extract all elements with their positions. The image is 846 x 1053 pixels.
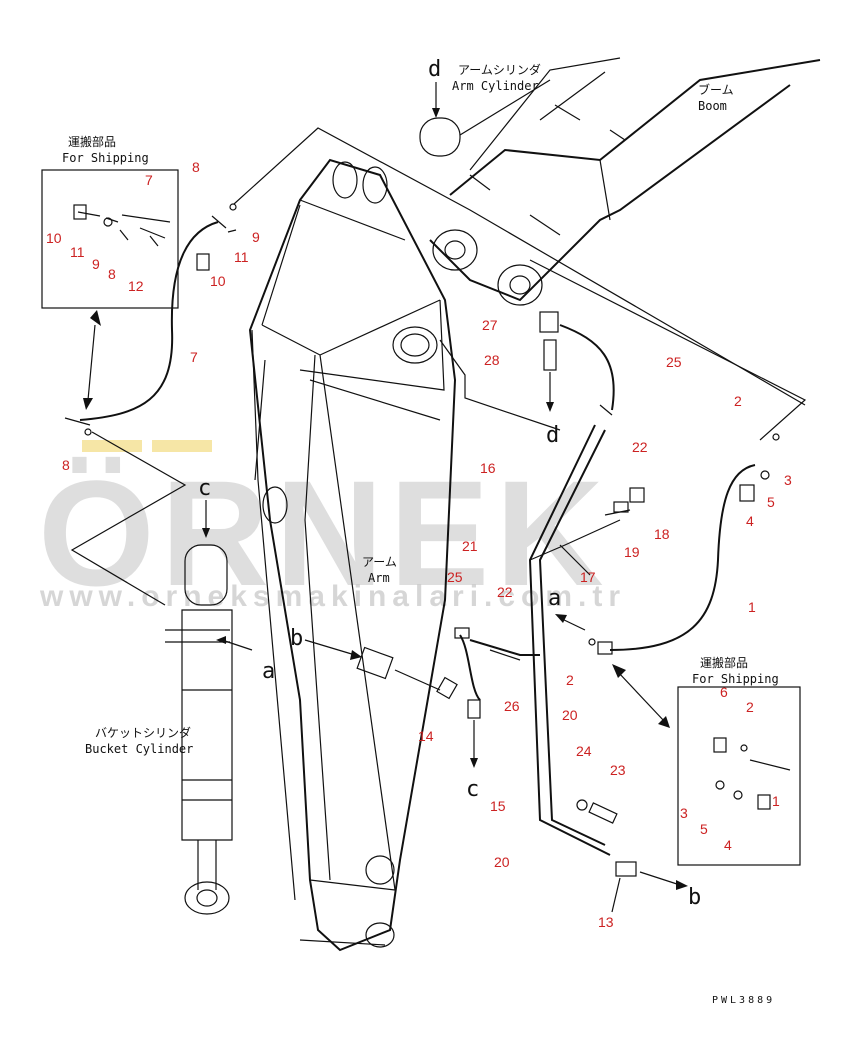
shipping-box-right: 運搬部品 For Shipping 6 2 3 1 5 4 bbox=[677, 655, 801, 866]
part-4-box: 4 bbox=[724, 837, 732, 853]
part-4: 4 bbox=[746, 513, 754, 529]
part-17: 17 bbox=[580, 569, 596, 585]
part-6-box: 6 bbox=[720, 684, 728, 700]
drawing-code: PWL3889 bbox=[712, 995, 775, 1006]
part-20-mid: 20 bbox=[562, 707, 578, 723]
part-22-top: 22 bbox=[632, 439, 648, 455]
part-28: 28 bbox=[484, 352, 500, 368]
part-8-box: 8 bbox=[108, 266, 116, 282]
double-arrow-left bbox=[83, 310, 101, 410]
center-hoses: d 27 28 25 2 22 16 18 19 21 17 c 25 22 2… bbox=[290, 311, 742, 930]
shipping-box-left: 運搬部品 For Shipping 7 10 11 9 8 12 bbox=[41, 134, 179, 309]
part-8-mid: 8 bbox=[62, 457, 70, 473]
part-11-top: 11 bbox=[234, 249, 249, 265]
part-25-mid: 25 bbox=[447, 569, 463, 585]
part-15: 15 bbox=[490, 798, 506, 814]
part-1-box: 1 bbox=[772, 793, 780, 809]
part-7-box: 7 bbox=[145, 172, 153, 188]
part-27: 27 bbox=[482, 317, 498, 333]
arm-cylinder-label-jp: アームシリンダ bbox=[458, 62, 541, 77]
part-7-mid: 7 bbox=[190, 349, 198, 365]
watermark-url: www.orneksmakinalari.com.tr bbox=[39, 580, 626, 613]
part-11-box: 11 bbox=[70, 244, 85, 260]
part-13: 13 bbox=[598, 914, 614, 930]
arm-cylinder: d アームシリンダ Arm Cylinder bbox=[419, 57, 551, 157]
boom-label-jp: ブーム bbox=[698, 82, 734, 97]
arm-label-jp: アーム bbox=[362, 555, 397, 569]
part-3: 3 bbox=[784, 472, 792, 488]
boom-label-en: Boom bbox=[698, 99, 727, 113]
shipping-right-en: For Shipping bbox=[692, 672, 779, 686]
letter-b-mid: b bbox=[290, 626, 303, 651]
letter-a-left: a bbox=[262, 659, 275, 684]
part-23: 23 bbox=[610, 762, 626, 778]
part-2-box: 2 bbox=[746, 699, 754, 715]
part-8-top: 8 bbox=[192, 159, 200, 175]
part-3-box: 3 bbox=[680, 805, 688, 821]
part-16: 16 bbox=[480, 460, 496, 476]
arm-body: アーム Arm bbox=[248, 158, 457, 952]
part-22-mid: 22 bbox=[497, 584, 513, 600]
part-14: 14 bbox=[418, 728, 434, 744]
letter-c-left: c bbox=[198, 476, 211, 501]
part-25-top: 25 bbox=[666, 354, 682, 370]
part-5: 5 bbox=[767, 494, 775, 510]
part-21: 21 bbox=[462, 538, 478, 554]
watermark: ÖRNEK www.orneksmakinalari.com.tr bbox=[38, 440, 626, 617]
shipping-right-jp: 運搬部品 bbox=[700, 655, 748, 670]
shipping-left-en: For Shipping bbox=[62, 151, 149, 165]
bucket-cylinder-label-jp: バケットシリンダ bbox=[95, 725, 191, 740]
part-10-box: 10 bbox=[46, 230, 62, 246]
double-arrow-right bbox=[612, 664, 670, 728]
part-1: 1 bbox=[748, 599, 756, 615]
part-2-mid: 2 bbox=[566, 672, 574, 688]
bucket-cylinder: バケットシリンダ Bucket Cylinder c a bbox=[85, 476, 275, 915]
part-26: 26 bbox=[504, 698, 520, 714]
leader-lines bbox=[70, 127, 807, 606]
hose-7: 8 9 11 10 7 8 bbox=[62, 159, 260, 473]
part-10-top: 10 bbox=[210, 273, 226, 289]
part-9-box: 9 bbox=[92, 256, 100, 272]
shipping-left-jp: 運搬部品 bbox=[68, 134, 116, 149]
arm-cylinder-label-en: Arm Cylinder bbox=[452, 79, 539, 93]
part-2-top: 2 bbox=[734, 393, 742, 409]
part-12-box: 12 bbox=[128, 278, 144, 294]
letter-c-bottom: c bbox=[466, 777, 479, 802]
bucket-cylinder-label-en: Bucket Cylinder bbox=[85, 742, 193, 756]
part-20-bot: 20 bbox=[494, 854, 510, 870]
part-5-box: 5 bbox=[700, 821, 708, 837]
part-9-top: 9 bbox=[252, 229, 260, 245]
part-24: 24 bbox=[576, 743, 592, 759]
part-19: 19 bbox=[624, 544, 640, 560]
arm-label-en: Arm bbox=[368, 571, 390, 585]
part-18: 18 bbox=[654, 526, 670, 542]
watermark-brand: ÖRNEK bbox=[38, 449, 610, 617]
hose-1: 3 4 5 1 2 a bbox=[548, 433, 792, 688]
letter-d-mid: d bbox=[546, 423, 559, 448]
letter-b-right: b bbox=[688, 885, 701, 910]
boom: ブーム Boom bbox=[429, 57, 821, 306]
letter-d-top: d bbox=[428, 57, 441, 82]
letter-a-right: a bbox=[548, 586, 561, 611]
